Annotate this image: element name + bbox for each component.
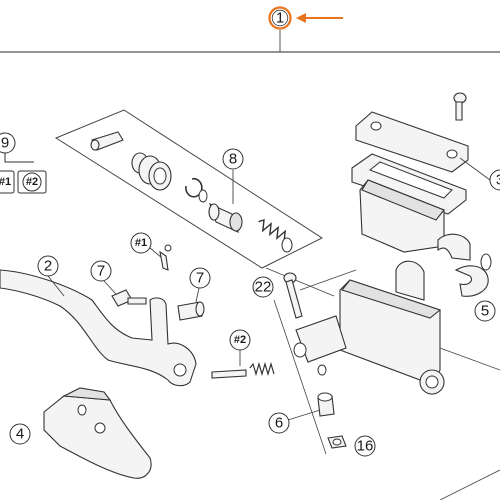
svg-text:8: 8 — [229, 151, 237, 168]
callout-9[interactable]: 9 — [0, 132, 16, 154]
lever-part — [0, 269, 197, 387]
lever-cover-part — [43, 387, 152, 479]
bracket-9 — [4, 153, 34, 163]
svg-text:#2: #2 — [26, 176, 38, 188]
frame-diagonal-left — [299, 269, 357, 291]
pivot-bolt-part — [177, 301, 205, 321]
small-screw-part — [159, 244, 172, 271]
callout-22[interactable]: 22 — [252, 276, 274, 298]
callout-6[interactable]: 6 — [268, 412, 290, 434]
svg-text:7: 7 — [196, 270, 204, 287]
leader-6 — [287, 409, 321, 421]
callout-4[interactable]: 4 — [9, 423, 31, 445]
master-cylinder-body — [293, 260, 445, 395]
callout-7-right[interactable]: 7 — [189, 267, 211, 289]
gasket-part — [351, 153, 467, 215]
bolt-22-part — [283, 272, 303, 319]
main-callout[interactable]: 1 — [268, 6, 292, 30]
callout-2[interactable]: 2 — [37, 255, 59, 277]
frame-diagonal-right — [439, 347, 500, 371]
callout-3[interactable]: 3 — [489, 169, 500, 191]
leader-2 — [47, 275, 65, 297]
svg-text:#1: #1 — [135, 237, 147, 249]
svg-text:3: 3 — [496, 172, 500, 189]
callout-5[interactable]: 5 — [474, 300, 496, 322]
washer-part — [198, 189, 208, 203]
svg-text:6: 6 — [275, 415, 283, 432]
sleeve-6-part — [317, 392, 335, 417]
svg-text:22: 22 — [255, 279, 272, 296]
hash-callout-2-lever[interactable]: #2 — [229, 329, 251, 351]
hash-box-2-top[interactable]: #2 — [17, 170, 47, 194]
hash-box-1-top[interactable]: #1 — [0, 170, 15, 194]
callout-1-label: 1 — [276, 10, 284, 27]
svg-text:#1: #1 — [0, 176, 11, 188]
align-line-b — [273, 299, 327, 455]
svg-text:#2: #2 — [234, 334, 246, 346]
svg-text:7: 7 — [97, 263, 105, 280]
callout-8[interactable]: 8 — [222, 148, 244, 170]
svg-text:2: 2 — [44, 258, 52, 275]
spring-part — [258, 219, 293, 253]
align-line-a — [265, 267, 335, 297]
hash-callout-1-lever[interactable]: #1 — [130, 232, 152, 254]
pivot-nut-part — [111, 289, 147, 307]
dust-boot-part — [131, 152, 172, 191]
pushrod-part — [90, 131, 124, 151]
frame-bottom-right — [439, 469, 500, 500]
nut-16-part — [327, 435, 347, 449]
leader-h1b — [149, 247, 163, 259]
leader-7a — [103, 280, 117, 295]
adjuster-rod-part — [211, 361, 327, 379]
callout-7-left[interactable]: 7 — [90, 260, 112, 282]
svg-text:16: 16 — [357, 438, 374, 455]
orange-arrow-icon — [296, 13, 343, 23]
cover-screw-part — [453, 92, 467, 121]
kit-box-8 — [54, 109, 324, 269]
svg-text:5: 5 — [481, 303, 489, 320]
reservoir-cover-part — [355, 111, 469, 173]
callout-16[interactable]: 16 — [354, 435, 376, 457]
clamp-part — [437, 233, 492, 297]
leader-7b — [195, 287, 200, 303]
piston-part — [208, 202, 243, 234]
leader-3 — [459, 157, 491, 181]
svg-text:4: 4 — [16, 426, 24, 443]
svg-text:9: 9 — [1, 135, 9, 152]
